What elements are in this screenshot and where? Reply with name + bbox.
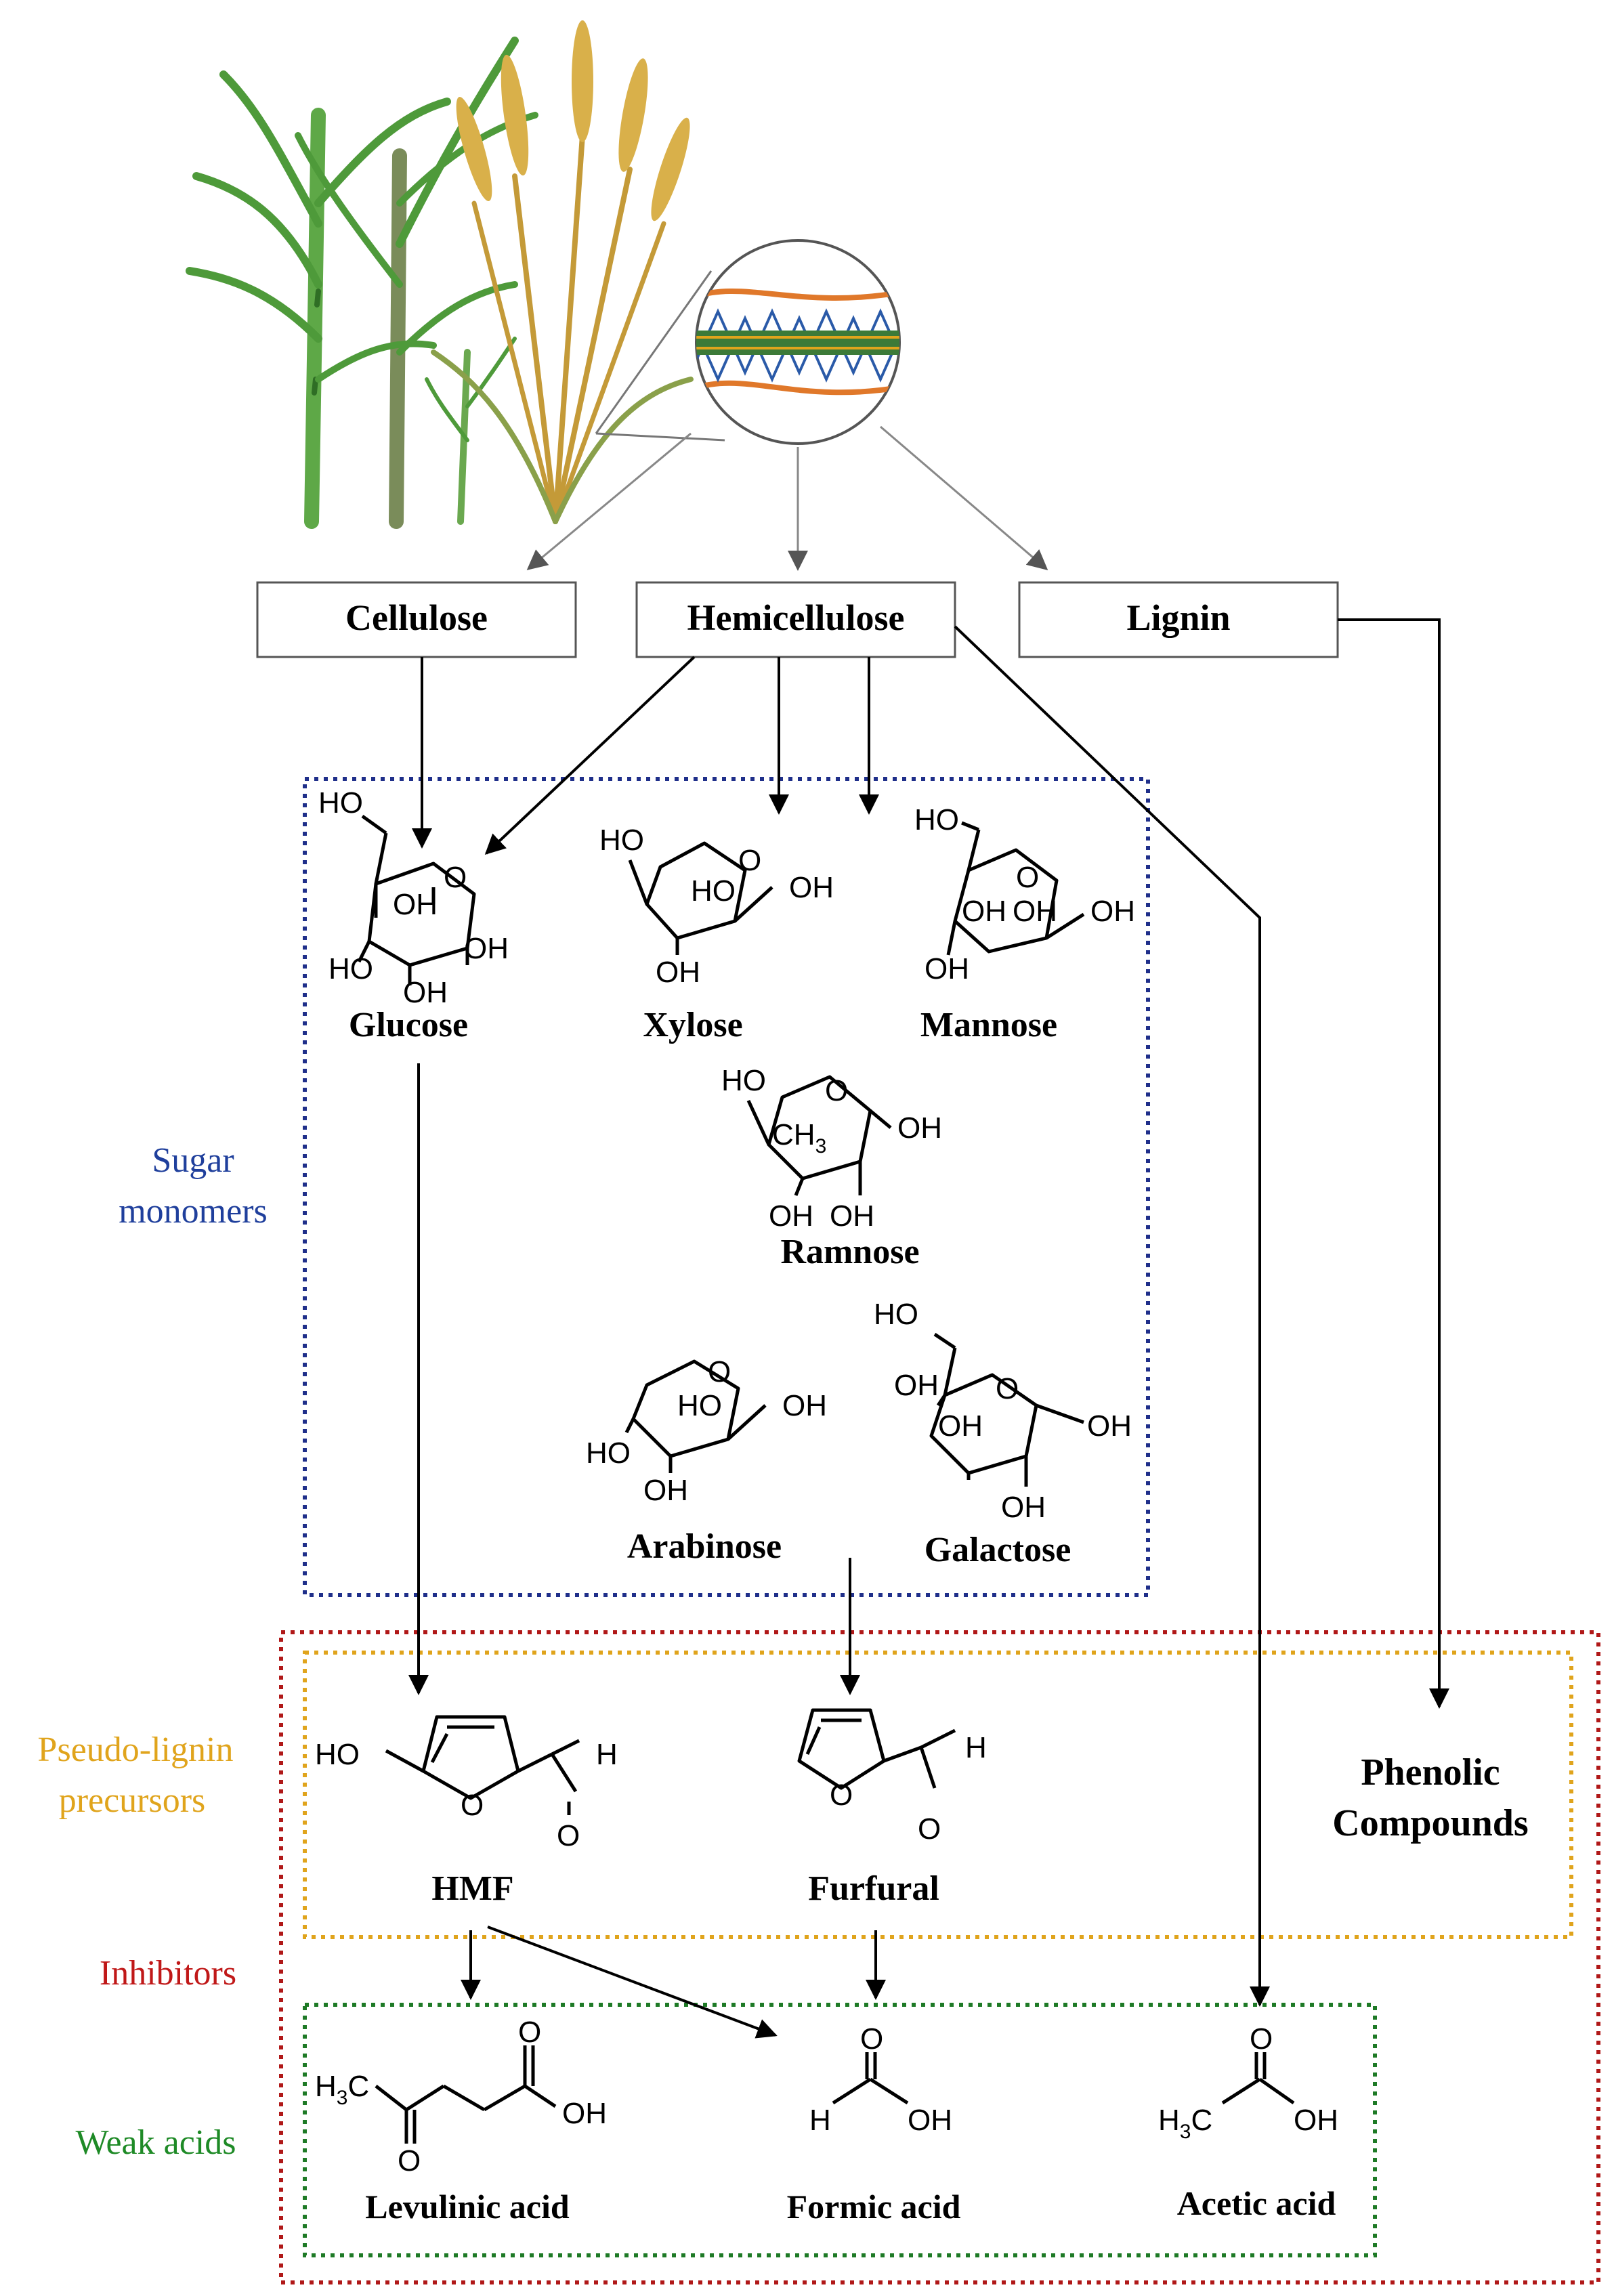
levulinic-acid-label: Levulinic acid <box>365 2188 570 2226</box>
svg-text:O: O <box>1016 861 1039 894</box>
svg-text:OH: OH <box>403 976 448 1009</box>
weak-acids-label: Weak acids <box>76 2123 236 2162</box>
flow-arrows <box>408 618 1449 2039</box>
svg-text:O: O <box>825 1074 848 1107</box>
svg-text:OH: OH <box>1013 895 1057 928</box>
svg-text:H: H <box>965 1731 987 1764</box>
svg-text:O: O <box>996 1372 1019 1405</box>
hmf-structure: HO O H O HMF <box>315 1715 618 1908</box>
hemicellulose-label: Hemicellulose <box>687 597 905 638</box>
svg-text:OH: OH <box>908 2104 952 2137</box>
cellulose-box: Cellulose <box>256 581 577 658</box>
sugar-monomers-label-line2: monomers <box>119 1192 268 1231</box>
hmf-label: HMF <box>431 1869 513 1908</box>
svg-text:H: H <box>809 2104 831 2137</box>
phenolic-label-line1: Phenolic <box>1361 1751 1500 1793</box>
cell-wall-magnifier <box>695 239 901 445</box>
svg-text:OH: OH <box>782 1389 827 1422</box>
svg-text:HO: HO <box>874 1298 918 1331</box>
svg-text:HO: HO <box>586 1437 631 1470</box>
mannose-structure: HO O OH OH OH OH Mannose <box>914 803 1135 1044</box>
svg-text:H3C: H3C <box>1158 2104 1212 2143</box>
svg-text:O: O <box>860 2022 883 2056</box>
svg-text:HO: HO <box>315 1738 360 1771</box>
pseudo-lignin-label-line2: precursors <box>59 1781 206 1820</box>
hemicellulose-box: Hemicellulose <box>635 581 956 658</box>
svg-text:H3C: H3C <box>315 2070 369 2109</box>
svg-text:HO: HO <box>599 824 644 857</box>
inhibitors-frame <box>279 1630 1600 2284</box>
formic-acid-structure: O H OH Formic acid <box>787 2022 961 2226</box>
svg-text:O: O <box>398 2144 421 2177</box>
svg-text:OH: OH <box>938 1409 983 1443</box>
acetic-acid-structure: O H3C OH Acetic acid <box>1158 2022 1338 2222</box>
biomass-plants-illustration <box>186 20 901 529</box>
svg-text:OH: OH <box>562 2097 607 2130</box>
arabinose-label: Arabinose <box>627 1527 782 1566</box>
svg-text:O: O <box>1250 2022 1273 2056</box>
pseudo-lignin-label-line1: Pseudo-lignin <box>38 1730 234 1769</box>
sugar-monomers-label-line1: Sugar <box>152 1141 234 1180</box>
svg-text:OH: OH <box>897 1111 942 1145</box>
svg-text:O: O <box>518 2016 541 2049</box>
svg-text:OH: OH <box>789 871 834 904</box>
svg-text:H: H <box>596 1738 618 1771</box>
svg-text:O: O <box>557 1819 580 1852</box>
phenolic-label-line2: Compounds <box>1332 1802 1528 1844</box>
svg-text:OH: OH <box>962 895 1006 928</box>
pseudo-lignin-frame <box>303 1651 1573 1939</box>
svg-text:O: O <box>708 1355 731 1388</box>
ramnose-structure: HO O CH3 OH OH OH Ramnose <box>721 1064 942 1271</box>
svg-text:CH3: CH3 <box>772 1118 826 1157</box>
svg-text:O: O <box>918 1812 941 1846</box>
arabinose-structure: O HO OH HO OH Arabinose <box>586 1355 827 1566</box>
svg-text:OH: OH <box>643 1474 688 1507</box>
svg-text:OH: OH <box>464 932 509 965</box>
inhibitors-label: Inhibitors <box>100 1954 236 1993</box>
svg-text:OH: OH <box>1090 895 1135 928</box>
svg-text:HO: HO <box>318 786 363 820</box>
weak-acids-frame <box>303 2003 1377 2257</box>
svg-text:OH: OH <box>393 888 438 921</box>
lignin-label: Lignin <box>1126 597 1230 638</box>
svg-text:OH: OH <box>830 1199 874 1233</box>
mannose-label: Mannose <box>920 1006 1057 1044</box>
svg-text:O: O <box>830 1779 853 1812</box>
formic-acid-label: Formic acid <box>787 2188 961 2226</box>
svg-text:OH: OH <box>1001 1491 1046 1524</box>
svg-text:HO: HO <box>914 803 959 836</box>
svg-text:HO: HO <box>328 952 373 985</box>
sugarcane-illustration <box>186 37 538 529</box>
svg-text:OH: OH <box>1087 1409 1132 1443</box>
glucose-label: Glucose <box>349 1006 468 1044</box>
furfural-structure: O H O Furfural <box>797 1708 987 1908</box>
acetic-acid-label: Acetic acid <box>1177 2184 1336 2222</box>
svg-text:OH: OH <box>894 1369 939 1402</box>
galactose-structure: HO OH O OH OH OH Galactose <box>874 1298 1132 1569</box>
svg-text:O: O <box>444 861 467 894</box>
furfural-label: Furfural <box>808 1869 939 1908</box>
svg-text:O: O <box>461 1789 484 1822</box>
xylose-structure: HO O HO OH OH Xylose <box>599 824 834 1044</box>
wheat-illustration <box>431 20 694 524</box>
svg-text:OH: OH <box>1294 2104 1338 2137</box>
galactose-label: Galactose <box>925 1531 1071 1569</box>
cellulose-label: Cellulose <box>345 597 488 638</box>
svg-text:HO: HO <box>721 1064 766 1097</box>
glucose-structure: HO O OH OH HO OH Glucose <box>318 786 509 1044</box>
svg-text:OH: OH <box>656 956 700 989</box>
svg-text:HO: HO <box>677 1389 722 1422</box>
plant-to-component-arrows <box>526 425 1048 571</box>
svg-text:OH: OH <box>769 1199 813 1233</box>
svg-text:OH: OH <box>925 952 969 985</box>
svg-text:O: O <box>738 844 761 877</box>
levulinic-acid-structure: H3C O O OH Levulinic acid <box>315 2016 607 2226</box>
ramnose-label: Ramnose <box>780 1233 919 1271</box>
svg-text:HO: HO <box>691 874 736 908</box>
lignin-box: Lignin <box>1018 581 1339 658</box>
xylose-label: Xylose <box>643 1006 742 1044</box>
